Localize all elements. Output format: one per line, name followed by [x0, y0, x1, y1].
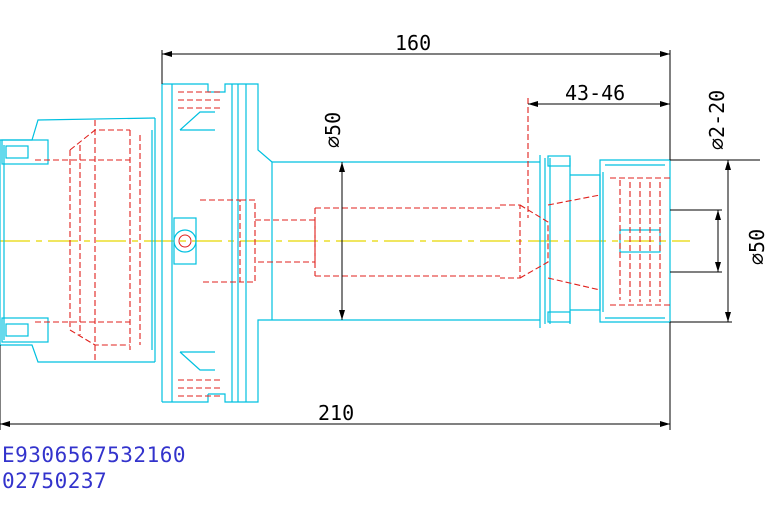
dim-overall-length: 160 — [395, 31, 431, 55]
dim-total-length: 210 — [318, 401, 354, 425]
dim-nut-diameter: ⌀50 — [745, 229, 767, 265]
dim-collet-range: ⌀2-20 — [705, 90, 729, 150]
dimensions — [0, 50, 760, 430]
dim-shank-diameter: ⌀50 — [321, 112, 345, 148]
hidden-lines — [35, 91, 670, 397]
dim-projection: 43-46 — [565, 81, 625, 105]
pin-circle — [173, 229, 197, 253]
order-code: 02750237 — [2, 469, 108, 493]
tool-outline — [0, 83, 671, 403]
part-number: E9306567532160 — [2, 443, 187, 467]
